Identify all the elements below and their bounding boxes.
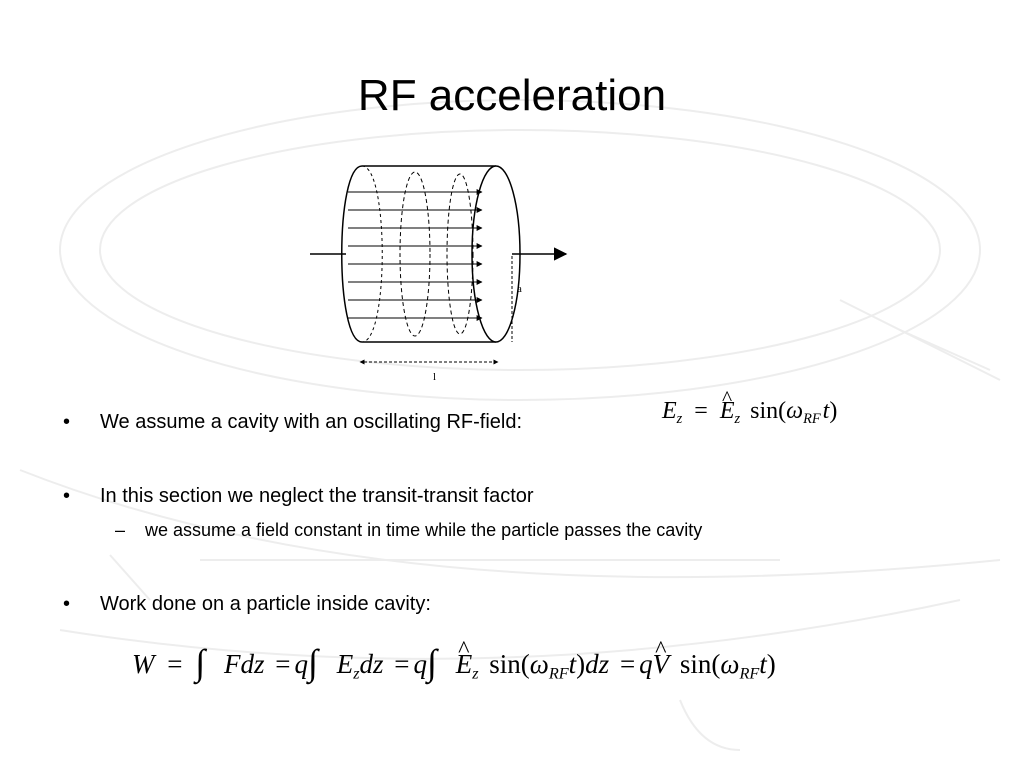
work-equation: W = ∫ Fdz =q∫ Ezdz =q∫ Ez sin(ωRFt)dz =q… bbox=[132, 636, 776, 684]
bullet-marker: • bbox=[63, 411, 71, 433]
bullet-marker: • bbox=[63, 485, 71, 507]
cavity-figure: a l bbox=[310, 165, 568, 383]
length-label: l bbox=[433, 371, 436, 383]
bullet-transit-factor: • In this section we neglect the transit… bbox=[63, 483, 534, 509]
bullet-text: We assume a cavity with an oscillating R… bbox=[100, 411, 523, 433]
bullet-marker: • bbox=[63, 593, 71, 615]
sub-bullet-text: we assume a field constant in time while… bbox=[145, 520, 703, 540]
field-line-loops bbox=[399, 171, 474, 337]
cavity-cylinder bbox=[341, 165, 521, 343]
sub-bullet-marker: – bbox=[115, 520, 126, 540]
radius-label: a bbox=[517, 283, 522, 295]
bullet-text: Work done on a particle inside cavity: bbox=[100, 593, 431, 615]
field-equation: Ez = Ez sin(ωRFt) bbox=[662, 386, 837, 428]
bullet-text: In this section we neglect the transit-t… bbox=[100, 485, 534, 507]
sub-bullet-constant-field: – we assume a field constant in time whi… bbox=[115, 518, 703, 542]
bullet-cavity-field: • We assume a cavity with an oscillating… bbox=[63, 409, 523, 435]
field-arrows bbox=[348, 189, 483, 321]
bullet-work-done: • Work done on a particle inside cavity: bbox=[63, 591, 431, 617]
slide-title: RF acceleration bbox=[357, 71, 667, 120]
